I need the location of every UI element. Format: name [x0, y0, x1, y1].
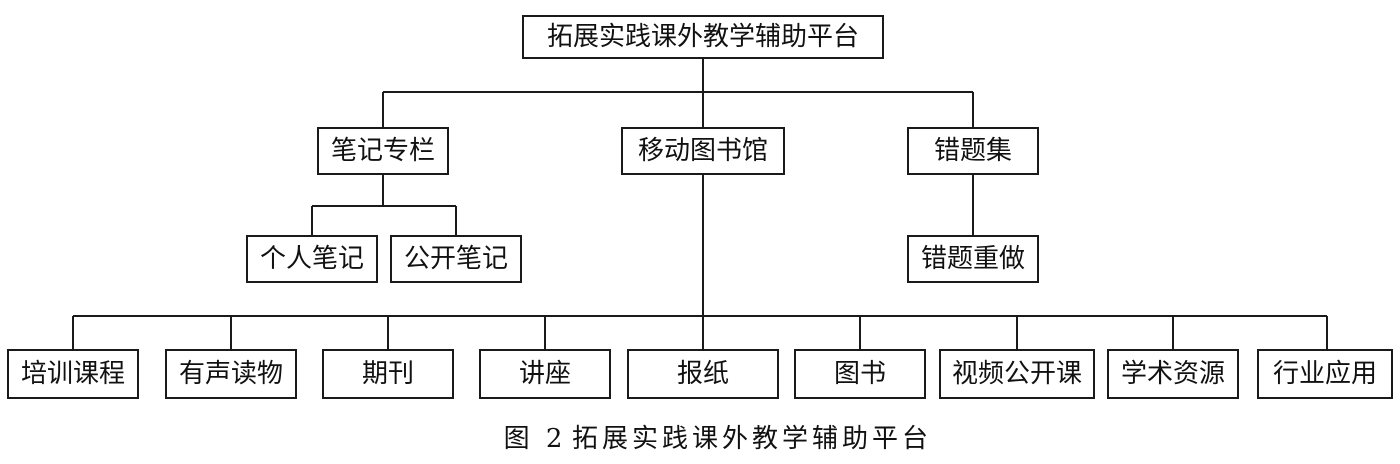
node-journals: 期刊 — [322, 349, 454, 399]
node-academic-resources-label: 学术资源 — [1121, 359, 1225, 389]
node-industry-applications-label: 行业应用 — [1273, 359, 1377, 389]
node-notes-column: 笔记专栏 — [317, 127, 449, 175]
node-industry-applications: 行业应用 — [1257, 349, 1393, 399]
node-training-courses: 培训课程 — [7, 349, 139, 399]
node-mistake-collection: 错题集 — [907, 127, 1039, 175]
node-mobile-library-label: 移动图书馆 — [638, 136, 768, 166]
node-public-notes-label: 公开笔记 — [404, 244, 508, 274]
node-books-label: 图书 — [834, 359, 886, 389]
figure-caption-title: 拓展实践课外教学辅助平台 — [572, 424, 932, 454]
node-books: 图书 — [794, 349, 926, 399]
node-academic-resources: 学术资源 — [1107, 349, 1239, 399]
node-mobile-library: 移动图书馆 — [621, 127, 785, 175]
node-newspapers: 报纸 — [627, 349, 779, 399]
node-notes-column-label: 笔记专栏 — [331, 136, 435, 166]
node-mistake-redo: 错题重做 — [907, 235, 1039, 283]
node-mistake-redo-label: 错题重做 — [921, 244, 1025, 274]
node-mistake-collection-label: 错题集 — [934, 136, 1012, 166]
node-lectures-label: 讲座 — [519, 359, 571, 389]
node-open-video-courses-label: 视频公开课 — [952, 359, 1082, 389]
node-audiobooks-label: 有声读物 — [179, 359, 283, 389]
node-lectures: 讲座 — [479, 349, 611, 399]
node-newspapers-label: 报纸 — [677, 359, 729, 389]
figure-caption-number: 图 2 — [504, 424, 567, 454]
figure-caption: 图 2 拓展实践课外教学辅助平台 — [504, 424, 932, 454]
node-root-label: 拓展实践课外教学辅助平台 — [547, 22, 859, 52]
node-journals-label: 期刊 — [362, 359, 414, 389]
node-training-courses-label: 培训课程 — [21, 359, 125, 389]
node-personal-notes-label: 个人笔记 — [260, 244, 364, 274]
node-audiobooks: 有声读物 — [165, 349, 297, 399]
node-public-notes: 公开笔记 — [390, 235, 522, 283]
connector-lines — [72, 58, 1328, 350]
node-root: 拓展实践课外教学辅助平台 — [522, 15, 884, 59]
node-personal-notes: 个人笔记 — [246, 235, 378, 283]
node-open-video-courses: 视频公开课 — [939, 349, 1095, 399]
